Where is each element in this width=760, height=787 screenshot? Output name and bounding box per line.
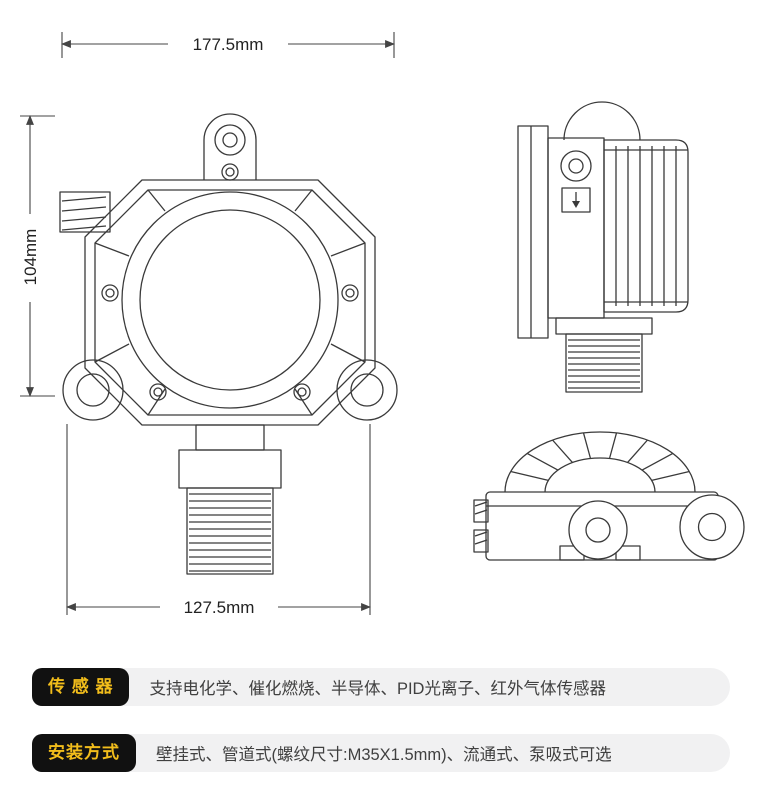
mounting-ears [62,359,398,421]
ribbed-cover [504,431,696,493]
cable-entry [59,191,111,233]
bottom-view [473,431,745,561]
dim-top-width-label: 177.5mm [193,35,264,54]
installation-description: 壁挂式、管道式(螺纹尺寸:M35X1.5mm)、流通式、泵吸式可选 [156,746,612,764]
sensor-badge: 传 感 器 [32,668,130,706]
spec-row-installation: 安装方式 壁挂式、管道式(螺纹尺寸:M35X1.5mm)、流通式、泵吸式可选 [32,734,730,772]
bottom-view-ears [568,494,745,560]
sensor-barrel [178,424,282,575]
sensor-window [121,191,339,409]
technical-drawing: 177.5mm 104mm 127.5mm [20,32,745,617]
dim-left-height-label: 104mm [21,229,40,286]
dome-top [563,101,641,141]
dimension-left-height [20,115,55,397]
housing-outline [84,179,376,426]
knurled-cap-side [603,139,689,313]
dimension-top-width [61,32,395,58]
spec-section: 传 感 器 支持电化学、催化燃烧、半导体、PID光离子、红外气体传感器 安装方式… [32,668,730,772]
front-view [59,113,398,575]
sensor-description: 支持电化学、催化燃烧、半导体、PID光离子、红外气体传感器 [149,680,606,698]
spec-row-sensor: 传 感 器 支持电化学、催化燃烧、半导体、PID光离子、红外气体传感器 [32,668,730,706]
side-view [517,101,689,393]
screw-holes [101,284,359,401]
dim-bottom-width-label: 127.5mm [184,598,255,617]
top-mounting-tab [203,113,257,180]
installation-badge: 安装方式 [32,734,136,772]
gas-detector-diagram: 177.5mm 104mm 127.5mm [20,32,745,617]
dimension-bottom-width [66,424,371,615]
